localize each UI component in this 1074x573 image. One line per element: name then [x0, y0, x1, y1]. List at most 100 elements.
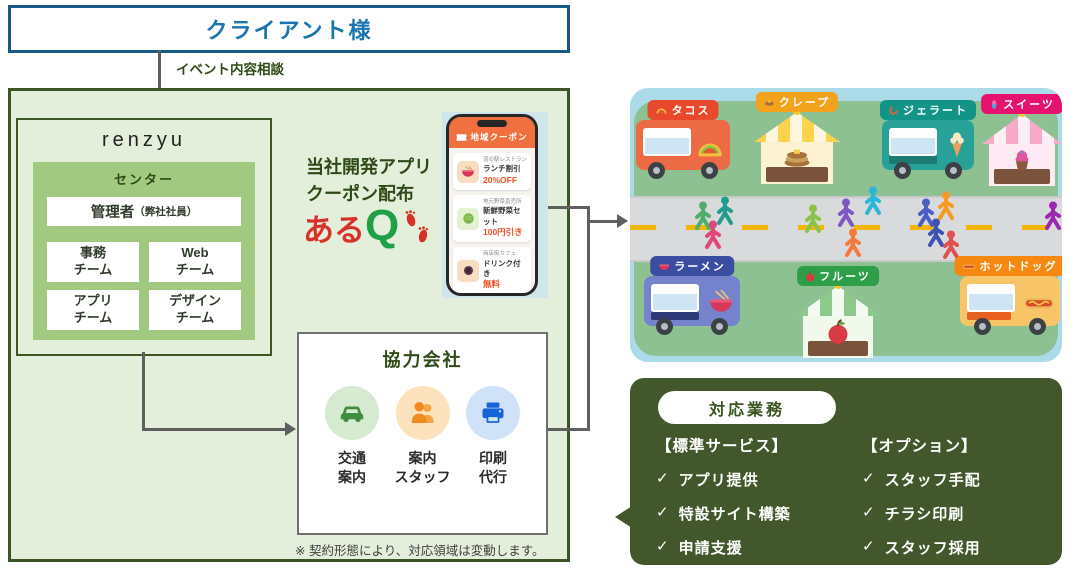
team-jimu: 事務チーム — [47, 242, 139, 282]
check-icon: ✓ — [656, 470, 670, 487]
renzyu-partners-arrow-head — [285, 422, 296, 436]
cupcake-food-icon — [1015, 150, 1029, 170]
app-promo-text: 当社開発アプリ クーポン配布 — [306, 157, 432, 204]
renzyu-title: renzyu — [101, 129, 187, 151]
walker-person — [1045, 201, 1061, 230]
walker-person — [805, 204, 821, 233]
app-header: 地域クーポン — [449, 117, 535, 148]
contract-note: ※ 契約形態により、対応領域は変動します。 — [295, 544, 545, 558]
check-icon: ✓ — [656, 538, 670, 555]
team-app: アプリチーム — [47, 290, 139, 330]
manager-box: 管理者 （弊社社員） — [47, 197, 241, 226]
walker-person — [705, 220, 721, 249]
consult-arrow-label: イベント内容相談 — [176, 62, 284, 77]
service-item: ✓申請支援 — [656, 538, 743, 557]
aruq-logo-q: Q — [365, 201, 400, 250]
cupcake-icon — [991, 99, 997, 108]
walker-person — [918, 198, 934, 227]
gelato-icon — [889, 105, 898, 115]
apple-icon — [806, 270, 815, 281]
client-box: クライアント様 — [8, 5, 570, 53]
ramen-bowl-icon — [457, 160, 479, 183]
aruq-logo-red-text: ある — [303, 212, 365, 248]
phone-notch — [477, 120, 507, 127]
check-icon: ✓ — [862, 538, 876, 555]
coupon-card: 道の駅レストラン ランチ割引 20%OFF — [453, 153, 531, 191]
services-option-column: 【オプション】 ✓スタッフ手配 ✓チラシ印刷 ✓スタッフ採用 — [862, 438, 981, 557]
partners-title: 協力会社 — [382, 350, 463, 370]
taco-food-icon — [698, 143, 722, 157]
check-icon: ✓ — [656, 504, 670, 521]
coupon-card: 地元野菜直売所 新鮮野菜セット 100円引き — [453, 195, 531, 243]
partners-box: 協力会社 交通案内 案内スタッフ — [297, 332, 548, 535]
stall-crepe: クレープ — [754, 92, 840, 184]
client-arrow-line — [158, 50, 161, 106]
hotdog-food-icon — [1024, 297, 1054, 309]
stall-ramen: ラーメン — [644, 256, 740, 335]
car-icon — [340, 406, 364, 422]
walker-person — [938, 191, 954, 220]
partner-traffic: 交通案内 — [319, 386, 385, 487]
service-item: ✓特設サイト構築 — [656, 504, 791, 523]
event-illustration: タコス クレープ — [630, 88, 1062, 362]
service-item: ✓スタッフ採用 — [862, 538, 981, 557]
services-panel: 対応業務 【標準サービス】 ✓アプリ提供 ✓特設サイト構築 ✓申請支援 【オプシ… — [615, 378, 1062, 565]
apple-food-icon — [828, 319, 848, 344]
partner-print: 印刷代行 — [460, 386, 526, 487]
services-title-pill: 対応業務 — [658, 391, 836, 424]
stall-gelato: ジェラート — [880, 100, 976, 179]
walker-person — [865, 186, 881, 215]
market-arrow-head — [617, 214, 628, 228]
stall-tacos: タコス — [636, 100, 730, 179]
phone-mockup: 地域クーポン 道の駅レストラン ランチ割引 20%OFF — [446, 114, 538, 296]
center-label: センター — [113, 172, 174, 187]
service-item: ✓スタッフ手配 — [862, 470, 981, 489]
check-icon: ✓ — [862, 470, 876, 487]
walker-person — [838, 198, 854, 227]
road-center-line — [630, 225, 1062, 230]
manager-label: 管理者 — [90, 205, 135, 221]
check-icon: ✓ — [862, 504, 876, 521]
services-callout-tail — [615, 506, 632, 528]
partners-junction-line — [548, 428, 590, 431]
renzyu-partners-line-v — [142, 352, 145, 431]
junction-line-v — [587, 206, 590, 431]
walker-person — [717, 196, 733, 225]
crepe-food-icon — [784, 149, 810, 167]
phone-screen: 地域クーポン 道の駅レストラン ランチ割引 20%OFF — [449, 117, 535, 293]
stall-sweets: スイーツ — [981, 94, 1062, 186]
ticket-icon — [457, 133, 467, 141]
printer-icon — [482, 402, 504, 423]
walker-person — [943, 230, 959, 259]
walker-person — [695, 201, 711, 230]
service-item: ✓アプリ提供 — [656, 470, 759, 489]
market-arrow-line — [590, 220, 618, 223]
aruq-logo: ある Q — [303, 201, 432, 250]
stall-fruits: フルーツ — [796, 266, 880, 358]
renzyu-partners-line-h — [142, 428, 286, 431]
staff-icon — [411, 402, 434, 423]
services-standard-column: 【標準サービス】 ✓アプリ提供 ✓特設サイト構築 ✓申請支援 — [656, 438, 791, 557]
softserve-icon — [950, 132, 964, 158]
ramen-badge-icon — [659, 264, 670, 270]
coupon-card: 商店街カフェ ドリンク付き 無料 — [453, 247, 531, 293]
client-label: クライアント様 — [205, 18, 373, 43]
stall-hotdog: ホットドッグ — [954, 256, 1062, 335]
phone-junction-line — [548, 206, 590, 209]
crepe-icon — [764, 99, 774, 106]
footprints-icon — [405, 209, 429, 242]
walker-person — [928, 218, 944, 247]
taco-icon — [656, 108, 667, 114]
manager-sub-label: （弊社社員） — [134, 206, 198, 218]
team-design: デザインチーム — [149, 290, 241, 330]
partner-staff: 案内スタッフ — [390, 386, 456, 487]
vegetable-icon — [457, 207, 479, 230]
walker-person — [845, 228, 861, 257]
service-item: ✓チラシ印刷 — [862, 504, 965, 523]
hotdog-icon — [962, 264, 976, 269]
app-title: 地域クーポン — [470, 132, 528, 142]
